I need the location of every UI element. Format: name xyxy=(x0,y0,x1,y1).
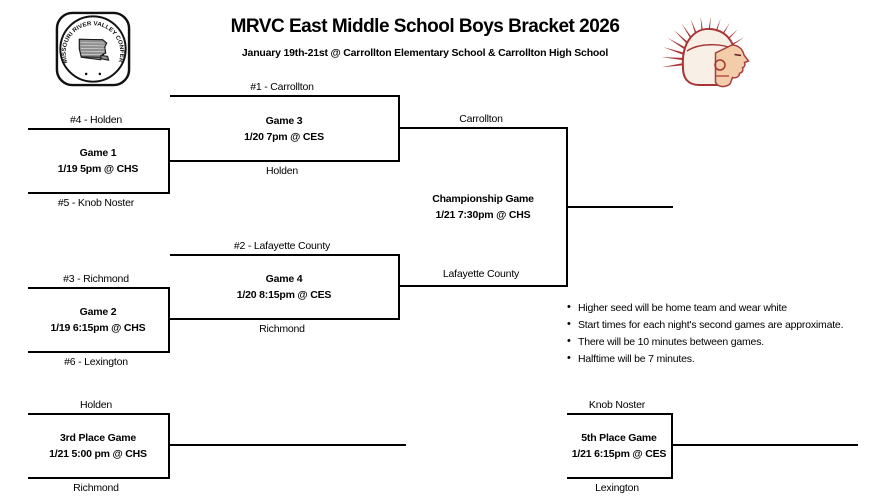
game3-bottom-team: Holden xyxy=(265,165,299,177)
game2-top-team: #3 - Richmond xyxy=(63,273,129,285)
helmet-ear-swirl xyxy=(714,59,726,71)
header: MRVC East Middle School Boys Bracket 202… xyxy=(140,16,710,59)
trojan-eye xyxy=(734,53,742,57)
fifth-place-info: 1/21 6:15pm @ CES xyxy=(571,448,667,460)
game3-info: 1/20 7pm @ CES xyxy=(244,130,324,143)
seal-dot xyxy=(84,72,88,76)
game3-name: Game 3 xyxy=(265,114,303,127)
game4-bottom-team: Richmond xyxy=(259,323,305,335)
fifth-place-top-team: Knob Noster xyxy=(588,399,646,411)
game3-top-team: #1 - Carrollton xyxy=(250,81,314,93)
game4-top-team: #2 - Lafayette County xyxy=(233,240,331,252)
game2-info: 1/19 6:15pm @ CHS xyxy=(50,322,146,334)
game1-top-team: #4 - Holden xyxy=(69,114,123,126)
page-subtitle: January 19th-21st @ Carrollton Elementar… xyxy=(241,47,609,59)
match-game2: #3 - Richmond Game 2 1/19 6:15pm @ CHS #… xyxy=(28,273,170,368)
trojan-mascot-icon xyxy=(661,16,750,88)
note-item: Start times for each night's second game… xyxy=(566,319,876,331)
match-third-place: Holden 3rd Place Game 1/21 5:00 pm @ CHS… xyxy=(28,399,170,494)
third-place-info: 1/21 5:00 pm @ CHS xyxy=(49,448,147,460)
championship-bottom-team: Lafayette County xyxy=(442,268,520,280)
third-place-top-team: Holden xyxy=(79,399,113,411)
fifth-place-winner-line xyxy=(671,444,858,446)
third-place-name: 3rd Place Game xyxy=(60,432,136,444)
missouri-map xyxy=(78,38,110,61)
match-championship: Carrollton Championship Game 1/21 7:30pm… xyxy=(400,113,568,287)
page-title: MRVC East Middle School Boys Bracket 202… xyxy=(230,16,620,37)
game4-info: 1/20 8:15pm @ CES xyxy=(236,289,332,301)
match-game3: #1 - Carrollton Game 3 1/20 7pm @ CES Ho… xyxy=(170,81,400,177)
championship-top-team: Carrollton xyxy=(459,113,503,125)
game2-bottom-team: #6 - Lexington xyxy=(64,356,128,368)
third-place-bottom-team: Richmond xyxy=(73,482,119,494)
third-place-winner-line xyxy=(168,444,406,446)
note-item: There will be 10 minutes between games. xyxy=(566,336,876,348)
note-item: Higher seed will be home team and wear w… xyxy=(566,302,876,314)
mrvc-conference-seal: MISSOURI RIVER VALLEY CONFERENCE xyxy=(54,10,131,87)
championship-winner-line xyxy=(566,206,673,208)
fifth-place-bottom-team: Lexington xyxy=(595,482,639,494)
championship-info: 1/21 7:30pm @ CHS xyxy=(435,209,531,221)
trojan-face xyxy=(714,44,750,88)
fifth-place-name: 5th Place Game xyxy=(581,432,657,444)
match-game4: #2 - Lafayette County Game 4 1/20 8:15pm… xyxy=(170,240,400,335)
match-fifth-place: Knob Noster 5th Place Game 1/21 6:15pm @… xyxy=(567,399,673,494)
game1-bottom-team: #5 - Knob Noster xyxy=(57,197,135,209)
championship-name: Championship Game xyxy=(432,193,534,205)
seal-dot xyxy=(98,72,102,76)
match-game1: #4 - Holden Game 1 1/19 5pm @ CHS #5 - K… xyxy=(28,114,170,209)
notes-list: Higher seed will be home team and wear w… xyxy=(566,302,876,371)
game1-info: 1/19 5pm @ CHS xyxy=(57,163,139,175)
game4-name: Game 4 xyxy=(265,273,303,285)
note-item: Halftime will be 7 minutes. xyxy=(566,353,876,365)
game1-name: Game 1 xyxy=(79,147,117,159)
game2-name: Game 2 xyxy=(79,306,117,318)
